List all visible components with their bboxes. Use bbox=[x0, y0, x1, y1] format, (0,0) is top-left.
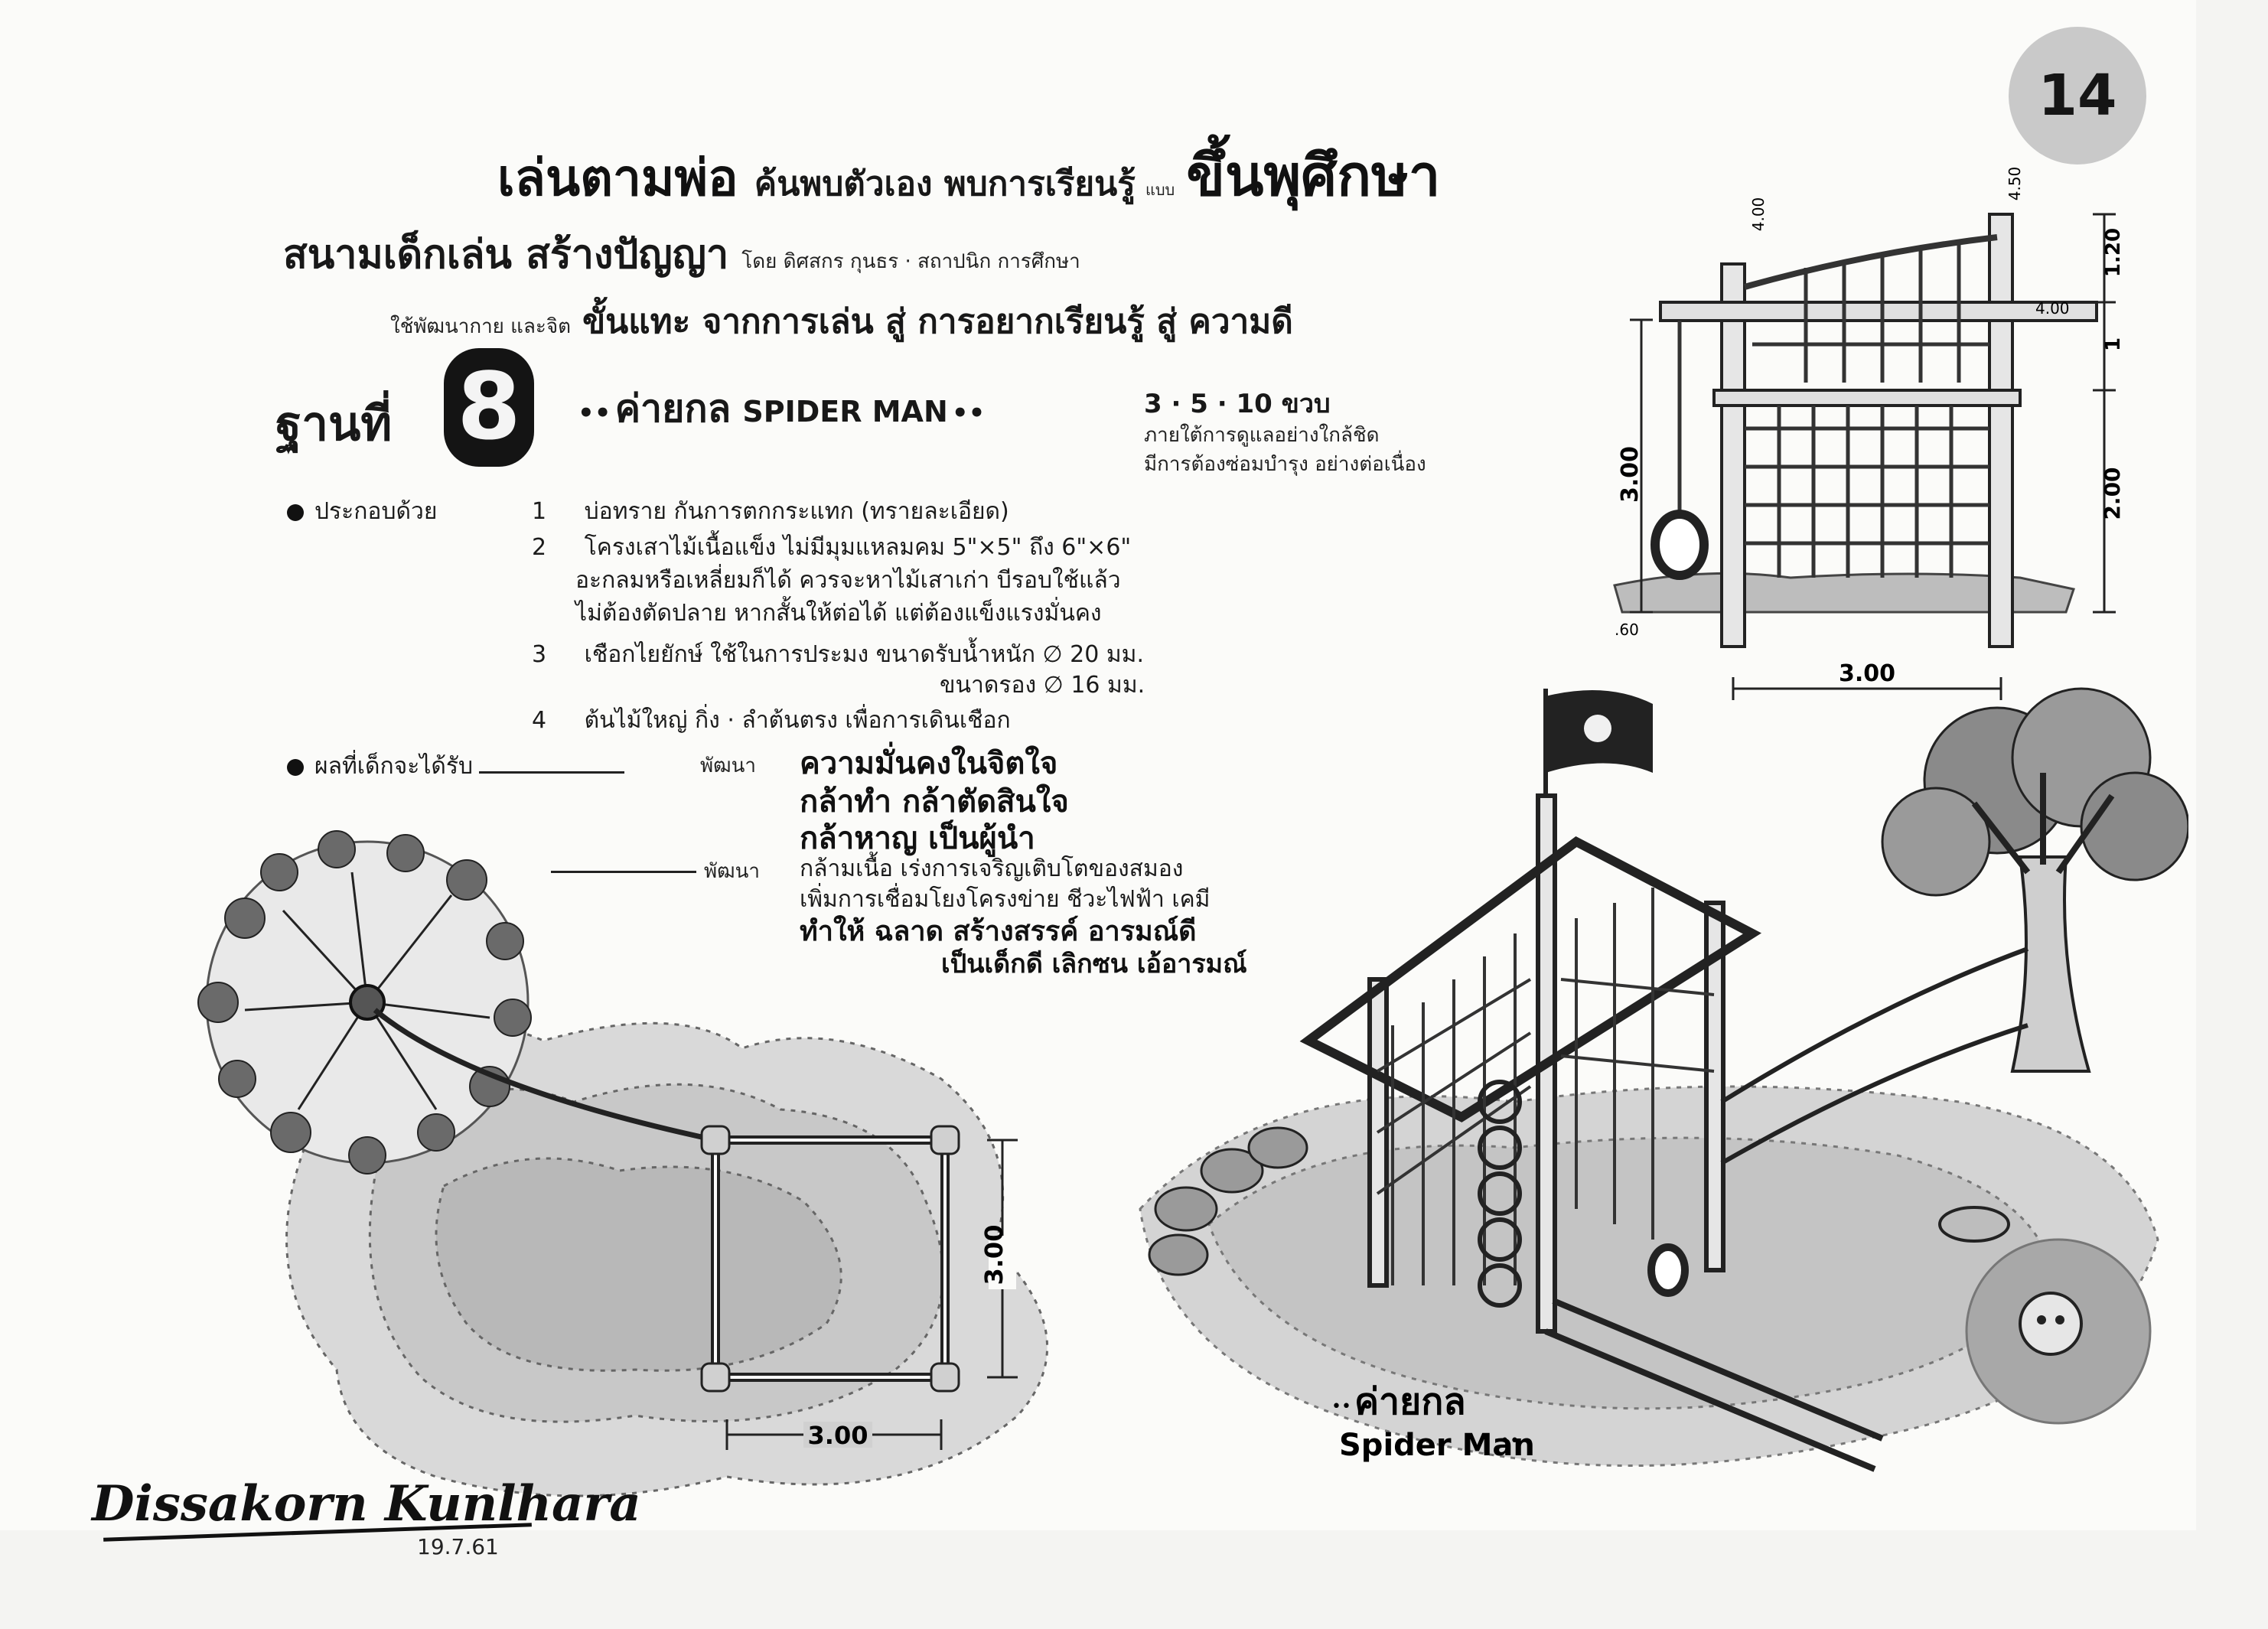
tree-stump bbox=[1938, 1206, 2010, 1243]
tree-branches bbox=[244, 872, 490, 1110]
subtitle-prefix: ใช้พัฒนากาย และจิต bbox=[390, 315, 571, 338]
component-item-line: ไม่ต้องตัดปลาย หากสั้นให้ต่อได้ แต่ต้องแ… bbox=[575, 600, 1102, 627]
perspective-caption-th: ค่ายกล bbox=[1354, 1380, 1466, 1423]
top-beam bbox=[1659, 301, 2098, 322]
outcome-line: กล้าทำ กล้าตัดสินใจ bbox=[800, 784, 1069, 819]
title-line-2: สนามเด็กเล่น สร้างปัญญา โดย ดิศสกร กุนธร… bbox=[283, 222, 1080, 285]
component-item: 3 เชือกไยยักษ์ ใช้ในการประมง ขนาดรับน้ำห… bbox=[532, 641, 1144, 668]
component-item: 2 โครงเสาไม้เนื้อแข็ง ไม่มีมุมแหลมคม 5"×… bbox=[532, 534, 1132, 561]
page-number: 14 bbox=[2038, 63, 2117, 129]
dim-side: 4.00 bbox=[2035, 299, 2070, 318]
title-line-1: เล่นตามพ่อ ค้นพบตัวเอง พบการเรียนรู้ แบบ… bbox=[497, 130, 1440, 220]
tire-swing bbox=[1647, 1243, 1689, 1297]
station-number-badge: 8 bbox=[444, 348, 534, 467]
station-name-th: ค่ายกล bbox=[614, 386, 732, 431]
rope-bridge-lower bbox=[1720, 1023, 2028, 1165]
dim-height-top: 1.20 bbox=[2102, 228, 2125, 277]
dim-width: 3.00 bbox=[1839, 660, 1895, 687]
dimension-lines bbox=[1630, 213, 2116, 700]
perspective-tree bbox=[1881, 687, 2188, 1073]
author-credit: โดย ดิศสกร กุนธร · สถาปนิก การศึกษา bbox=[741, 250, 1080, 273]
title-small-word: แบบ bbox=[1145, 181, 1175, 199]
svg-text:••: •• bbox=[1331, 1397, 1351, 1416]
station-name: •• ค่ายกล SPIDER MAN •• bbox=[578, 386, 986, 431]
signature-date: 19.7.61 bbox=[417, 1534, 499, 1559]
outcome-line: กล้ามเนื้อ เร่งการเจริญเติบโตของสมอง bbox=[800, 855, 1184, 882]
station-number: 8 bbox=[457, 354, 521, 461]
perspective-drawing: •• ค่ายกล Spider Man •• bbox=[1139, 687, 2188, 1472]
dim-top-left: 4.00 bbox=[1749, 197, 1768, 232]
title-part-1: เล่นตามพ่อ bbox=[497, 148, 738, 207]
station-note-2: มีการต้องซ่อมบำรุง อย่างต่อเนื่อง bbox=[1144, 453, 1426, 476]
post-left bbox=[1720, 262, 1746, 648]
mid-beam bbox=[1712, 389, 2022, 407]
outcome-line: ทำให้ ฉลาด สร้างสรรค์ อารมณ์ดี bbox=[800, 916, 1197, 947]
outcomes-heading: ผลที่เด็กจะได้รับ bbox=[287, 748, 625, 784]
artist-signature: Dissakorn Kunlhara bbox=[92, 1475, 641, 1533]
title-line-3: ใช้พัฒนากาย และจิต ขั้นแทะ จากการเล่น สู… bbox=[390, 295, 1293, 348]
dim-height-total: 3.00 bbox=[1617, 446, 1644, 503]
outcome-prefix-1: พัฒนา bbox=[700, 754, 756, 777]
svg-text:••: •• bbox=[1500, 1432, 1520, 1451]
bushes bbox=[1148, 1126, 1308, 1276]
rope-net bbox=[1745, 245, 1989, 578]
station-label: ฐานที่ bbox=[275, 396, 393, 451]
page-number-badge: 14 bbox=[2009, 27, 2146, 165]
playground-title: สนามเด็กเล่น สร้างปัญญา bbox=[283, 232, 729, 278]
ladder-rail bbox=[1552, 1298, 1884, 1442]
rope-rings bbox=[1478, 1080, 1522, 1308]
component-item: 1 บ่อทราย กันการตกกระแทก (ทรายละเอียด) bbox=[532, 498, 1009, 525]
sand-pit-inner bbox=[435, 1157, 842, 1372]
outcome-line: ความมั่นคงในจิตใจ bbox=[800, 746, 1058, 781]
station-note-1: ภายใต้การดูแลอย่างใกล้ชิด bbox=[1144, 424, 1380, 447]
elevation-drawing: 3.00 1.20 1 2.00 3.00 4.00 .60 4.00 4.50 bbox=[1613, 167, 2125, 700]
dim-base: .60 bbox=[1615, 621, 1639, 639]
outcome-prefix-2: พัฒนา bbox=[704, 860, 760, 883]
mascot-monkey bbox=[2019, 1292, 2083, 1356]
components-heading: ประกอบด้วย bbox=[287, 494, 437, 529]
dim-height-low: 2.00 bbox=[2100, 467, 2125, 520]
plan-rope bbox=[373, 1008, 716, 1143]
component-item-line: อะกลมหรือเหลี่ยมก็ได้ ควรจะหาไม้เสาเก่า … bbox=[575, 567, 1121, 594]
component-item: 4 ต้นไม้ใหญ่ กิ่ง · ลำต้นตรง เพื่อการเดิ… bbox=[532, 707, 1011, 734]
pirate-flag bbox=[1543, 689, 1653, 826]
outcome-connector bbox=[551, 871, 696, 873]
plan-drawing: 3.00 3.00 bbox=[197, 830, 1049, 1497]
station-name-en: SPIDER MAN bbox=[742, 395, 948, 428]
plan-dim-width: 3.00 bbox=[808, 1421, 868, 1450]
hanging-tire bbox=[1650, 510, 1709, 580]
plan-dim-height: 3.00 bbox=[979, 1225, 1009, 1285]
station-ages: 3 · 5 · 10 ขวบ bbox=[1144, 389, 1331, 419]
title-part-2: ค้นพบตัวเอง พบการเรียนรู้ bbox=[754, 165, 1136, 204]
perspective-caption-en: Spider Man bbox=[1339, 1428, 1535, 1463]
rope-bridge-upper bbox=[1720, 946, 2029, 1104]
title-part-3: ขึ้นพุศึกษา bbox=[1186, 143, 1441, 209]
post-right bbox=[1988, 213, 2014, 648]
component-item-line: ขนาดรอง ∅ 16 มม. bbox=[940, 672, 1145, 699]
frame-posts bbox=[700, 1125, 960, 1393]
outcome-line: เพิ่มการเชื่อมโยงโครงข่าย ชีวะไฟฟ้า เคมี bbox=[800, 886, 1211, 913]
outcome-line: กล้าหาญ เป็นผู้นำ bbox=[800, 821, 1035, 856]
outcome-line: เป็นเด็กดี เลิกซน เอ้อารมณ์ bbox=[941, 949, 1247, 979]
subtitle-main: ขั้นแทะ จากการเล่น สู่ การอยากเรียนรู้ ส… bbox=[582, 302, 1293, 341]
dim-height-mid: 1 bbox=[2102, 337, 2125, 351]
dim-top-right: 4.50 bbox=[2006, 167, 2024, 201]
top-rope bbox=[1743, 234, 1998, 290]
